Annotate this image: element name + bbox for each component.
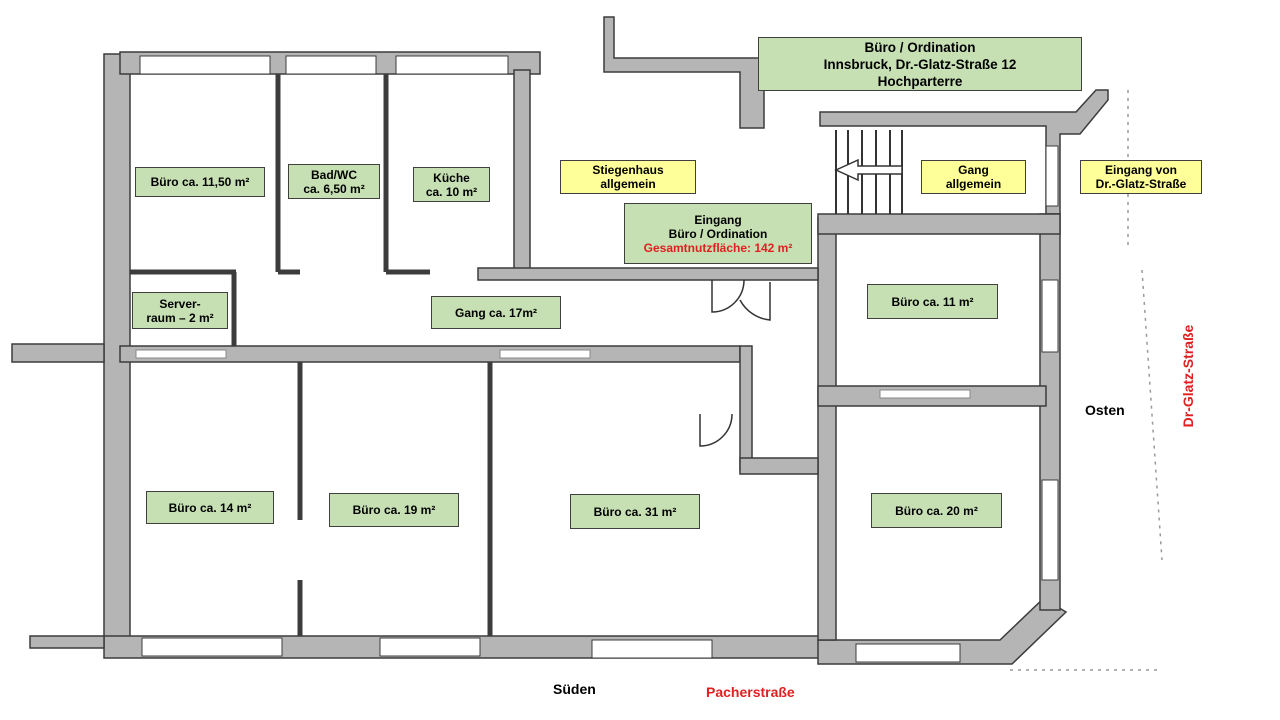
title-line-1: Büro / Ordination: [864, 39, 976, 55]
room-label: Bad/WC: [311, 167, 357, 182]
wall-corridor-north: [477, 267, 819, 281]
street-east: Dr-Glatz-Straße: [1180, 324, 1196, 428]
orientation-south: Süden: [553, 681, 596, 697]
room-label: Büro ca. 19 m²: [352, 503, 436, 517]
wall-buero11-top: [817, 213, 1061, 235]
stairs: [834, 130, 903, 214]
room-buero-1150: Büro ca. 11,50 m²: [135, 167, 265, 197]
common-label: Stiegenhaus: [592, 163, 664, 177]
plan-title: Büro / Ordination Innsbruck, Dr.-Glatz-S…: [758, 37, 1082, 91]
window-north-1: [139, 55, 271, 75]
common-eingang: Eingang von Dr.-Glatz-Straße: [1080, 160, 1202, 194]
entrance-line-1: Eingang: [694, 212, 742, 227]
room-label: Büro ca. 11 m²: [891, 294, 974, 309]
room-label: Gang ca. 17m²: [454, 305, 538, 320]
wall-west-stub: [11, 343, 105, 363]
window-east-entrance: [1045, 145, 1059, 207]
wall-stairwell-right: [819, 89, 1109, 215]
hatching: [135, 349, 971, 399]
room-label: Küche: [433, 170, 470, 185]
room-buero-11: Büro ca. 11 m²: [867, 284, 998, 319]
orientation-east: Osten: [1085, 402, 1125, 418]
entrance-line-2: Büro / Ordination: [668, 226, 768, 241]
door-entrance-2: [739, 282, 771, 321]
window-south-4: [855, 643, 961, 663]
room-label: Büro ca. 11,50 m²: [150, 175, 250, 189]
room-area: raum – 2 m²: [146, 310, 214, 325]
room-label: Server-: [159, 296, 201, 311]
room-area: ca. 10 m²: [425, 184, 478, 199]
title-line-2: Innsbruck, Dr.-Glatz-Straße 12: [823, 56, 1017, 72]
door-entrance: [711, 279, 745, 313]
common-label-2: allgemein: [600, 177, 656, 191]
room-label: Büro ca. 31 m²: [593, 504, 677, 519]
common-label: Gang: [958, 163, 989, 177]
room-bad-wc: Bad/WC ca. 6,50 m²: [288, 164, 380, 199]
window-east-1: [1041, 279, 1059, 353]
room-gang: Gang ca. 17m²: [431, 296, 561, 329]
room-label: Büro ca. 20 m²: [895, 503, 978, 518]
window-south-1: [141, 637, 283, 657]
room-buero-31: Büro ca. 31 m²: [570, 494, 700, 529]
common-label-2: Dr.-Glatz-Straße: [1095, 177, 1187, 191]
wall-west-stub-low: [29, 635, 105, 649]
wall-stairwell-left: [603, 16, 765, 129]
room-area: ca. 6,50 m²: [303, 181, 365, 196]
common-stiegenhaus: Stiegenhaus allgemein: [560, 160, 696, 194]
room-label: Büro ca. 14 m²: [168, 500, 252, 515]
wall-entrance-stub: [739, 345, 753, 471]
window-east-2: [1041, 479, 1059, 581]
window-south-2: [379, 637, 481, 657]
window-north-3: [395, 55, 509, 75]
room-kueche: Küche ca. 10 m²: [413, 167, 490, 202]
total-area: Gesamtnutzfläche: 142 m²: [643, 240, 793, 255]
room-serverraum: Server- raum – 2 m²: [132, 292, 228, 329]
window-north-2: [285, 55, 377, 75]
room-buero-19: Büro ca. 19 m²: [329, 493, 459, 527]
room-buero-20: Büro ca. 20 m²: [871, 493, 1002, 528]
wall-entrance-step: [739, 457, 819, 475]
door-buero31: [699, 413, 733, 447]
common-label-2: allgemein: [945, 177, 1002, 191]
wall-center-vertical: [817, 217, 837, 641]
window-south-3: [591, 639, 713, 659]
title-line-3: Hochparterre: [877, 73, 963, 89]
entrance-label: Eingang Büro / Ordination Gesamtnutzfläc…: [624, 203, 812, 264]
wall-stairwell-side: [513, 69, 531, 277]
common-label: Eingang von: [1105, 163, 1177, 177]
common-gang: Gang allgemein: [921, 160, 1026, 194]
street-south: Pacherstraße: [706, 684, 795, 700]
room-buero-14: Büro ca. 14 m²: [146, 491, 274, 524]
